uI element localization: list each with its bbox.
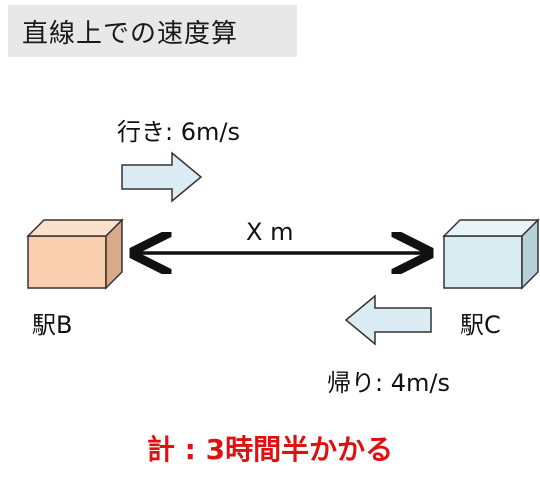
- return-direction-arrow: [344, 294, 432, 346]
- going-direction-arrow: [121, 151, 203, 203]
- station-b-label: 駅B: [32, 311, 73, 339]
- station-b-box: [26, 218, 124, 290]
- station-c-label: 駅C: [460, 311, 501, 339]
- title-banner: 直線上での速度算: [8, 5, 297, 57]
- station-c-box: [442, 218, 540, 290]
- return-speed-label: 帰り: 4m/s: [327, 369, 450, 397]
- diagram-title: 直線上での速度算: [22, 18, 239, 49]
- distance-label: X m: [246, 218, 294, 246]
- going-speed-label: 行き: 6m/s: [117, 118, 240, 146]
- total-time-label: 計 : 3時間半かかる: [146, 433, 394, 466]
